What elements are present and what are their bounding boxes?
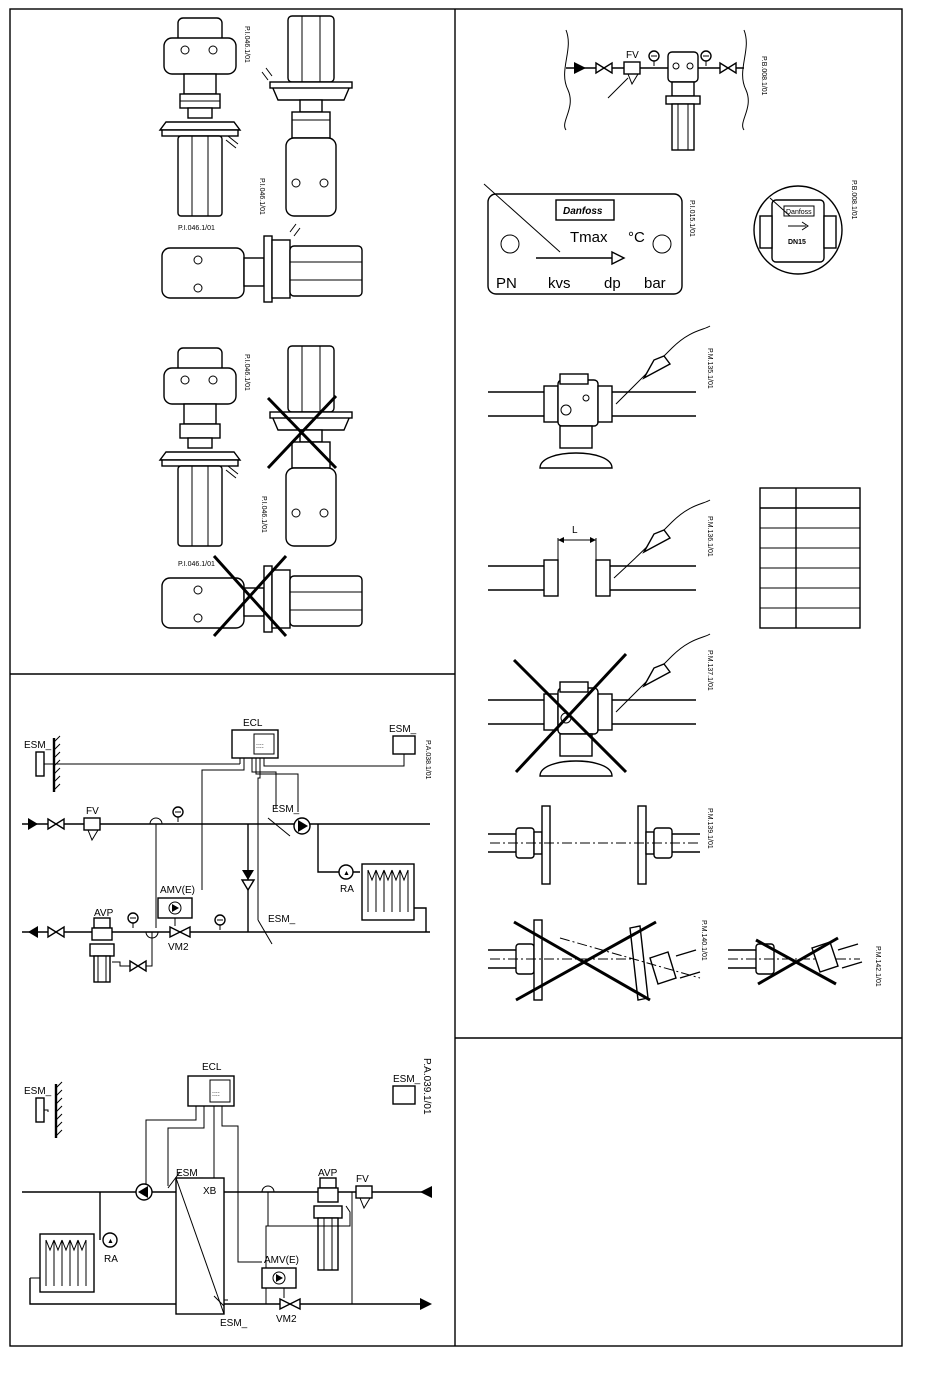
label-bar: bar bbox=[644, 275, 666, 292]
strainer-fv-2 bbox=[355, 1185, 373, 1210]
label-vm2-2: VM2 bbox=[276, 1314, 297, 1325]
avp-valve-horizontal-2 bbox=[161, 565, 363, 633]
code-p-m-136: P.M.136.1/01 bbox=[706, 516, 713, 557]
ecl-controller bbox=[231, 729, 279, 759]
code-p-m-140: P.M.140.1/01 bbox=[700, 920, 707, 961]
label-ra: RA bbox=[340, 884, 354, 895]
code-p-a-038: P.A.038.1/01 bbox=[424, 740, 431, 780]
strainer-fv bbox=[83, 817, 101, 842]
avp-valve-horizontal bbox=[161, 223, 363, 303]
avp-valve-top bbox=[665, 51, 701, 151]
install-flow-direction: FV bbox=[564, 29, 749, 151]
dn-marking-detail: Danfoss DN15 bbox=[753, 185, 843, 275]
code-p-m-139: P.M.139.1/01 bbox=[706, 808, 713, 849]
flange-aligned bbox=[488, 805, 700, 885]
code-p-m-135: P.M.135.1/01 bbox=[706, 348, 713, 389]
svg-text:Danfoss: Danfoss bbox=[786, 209, 812, 216]
label-amv: AMV(E) bbox=[160, 885, 195, 896]
scheme-2: ESM_ :::: ECL ESM_ P.A.039.1/01 ESM_ XB … bbox=[22, 1058, 432, 1329]
label-fv: FV bbox=[86, 806, 99, 817]
label-ecl: ECL bbox=[243, 718, 263, 729]
valve-nameplate: Danfoss Tmax °C PN kvs dp bar bbox=[483, 183, 683, 295]
label-esm-room-2: ESM_ bbox=[393, 1074, 421, 1085]
label-esm-bottom: ESM_ bbox=[220, 1318, 248, 1329]
ecl-controller-2 bbox=[187, 1075, 235, 1107]
room-sensor bbox=[392, 735, 416, 755]
label-pn: PN bbox=[496, 275, 517, 292]
flange-misaligned bbox=[488, 919, 701, 1002]
scheme-1: ESM_ :::: ECL ESM_ P.A.038.1/01 FV bbox=[22, 718, 431, 983]
code-p-b-008-b: P.B.008.1/01 bbox=[850, 180, 857, 220]
code-p-i-046-b: P.I.046.1/01 bbox=[258, 178, 265, 215]
avp-valve-inverted bbox=[261, 15, 353, 217]
label-ecl-2: ECL bbox=[202, 1062, 222, 1073]
svg-text:▲: ▲ bbox=[343, 870, 350, 877]
weld-valve-forbidden bbox=[488, 633, 711, 777]
data-table bbox=[759, 487, 861, 629]
svg-text:DN15: DN15 bbox=[788, 239, 806, 246]
label-esm-outdoor: ESM_ bbox=[24, 740, 52, 751]
vm2-valve bbox=[169, 925, 191, 939]
code-p-i-046-e: P.I.046.1/01 bbox=[260, 496, 267, 533]
label-vm2: VM2 bbox=[168, 942, 189, 953]
vm2-valve-2 bbox=[279, 1297, 301, 1311]
label-kvs: kvs bbox=[548, 275, 571, 292]
avp-valve-upright-2 bbox=[158, 347, 242, 547]
label-dp: dp bbox=[604, 275, 621, 292]
code-p-i-046-a: P.I.046.1/01 bbox=[243, 26, 250, 63]
label-l: L bbox=[572, 525, 578, 536]
svg-text:::::: :::: bbox=[212, 1091, 220, 1098]
radiator-2 bbox=[39, 1233, 95, 1293]
label-esm-room: ESM_ bbox=[389, 724, 417, 735]
label-tmax: Tmax bbox=[570, 229, 608, 246]
weld-valve-installed bbox=[488, 325, 711, 469]
outdoor-sensor-2 bbox=[35, 1097, 45, 1123]
avp-valve-upright bbox=[158, 17, 242, 217]
svg-text:::::: :::: bbox=[256, 743, 264, 750]
code-p-m-142: P.M.142.1/01 bbox=[874, 946, 881, 987]
avp-controller bbox=[89, 917, 120, 983]
label-xb: XB bbox=[203, 1186, 217, 1197]
outdoor-sensor bbox=[35, 751, 45, 777]
radiator-valve bbox=[338, 864, 354, 880]
label-esm-outdoor-2: ESM_ bbox=[24, 1086, 52, 1097]
label-ra-2: RA bbox=[104, 1254, 118, 1265]
code-p-i-015: P.I.015.1/01 bbox=[688, 200, 695, 237]
code-p-b-008-a: P.B.008.1/01 bbox=[760, 56, 767, 96]
avp-controller-2 bbox=[313, 1177, 343, 1271]
outer-frame bbox=[9, 8, 903, 1347]
code-p-i-046-f: P.I.046.1/01 bbox=[178, 561, 215, 568]
avp-valve-inverted-2 bbox=[269, 345, 353, 547]
code-p-i-046-d: P.I.046.1/01 bbox=[243, 354, 250, 391]
danfoss-logo bbox=[555, 199, 615, 221]
label-avp-2: AVP bbox=[318, 1168, 338, 1179]
label-esm-return: ESM_ bbox=[268, 914, 296, 925]
label-esm-tank: ESM_ bbox=[176, 1168, 204, 1179]
radiator bbox=[361, 863, 415, 921]
forbidden-cross-horizontal bbox=[212, 554, 288, 638]
weld-pipe-gap: L bbox=[488, 499, 711, 597]
svg-text:Danfoss: Danfoss bbox=[563, 206, 603, 217]
label-fv-top: FV bbox=[626, 50, 639, 61]
label-amv-2: AMV(E) bbox=[264, 1255, 299, 1266]
code-p-a-039: P.A.039.1/01 bbox=[421, 1058, 432, 1115]
radiator-valve-2 bbox=[102, 1232, 118, 1248]
label-degc: °C bbox=[628, 229, 645, 246]
code-p-m-137: P.M.137.1/01 bbox=[706, 650, 713, 691]
svg-text:▲: ▲ bbox=[107, 1238, 114, 1245]
label-fv-2: FV bbox=[356, 1174, 369, 1185]
pipe-angle-forbidden bbox=[728, 936, 863, 986]
label-esm-supply: ESM_ bbox=[272, 804, 300, 815]
strainer-fv-top bbox=[623, 61, 641, 86]
room-sensor-2 bbox=[392, 1085, 416, 1105]
code-p-i-046-c: P.I.046.1/01 bbox=[178, 225, 215, 232]
forbidden-cross-inverted bbox=[266, 394, 338, 470]
label-avp: AVP bbox=[94, 908, 114, 919]
